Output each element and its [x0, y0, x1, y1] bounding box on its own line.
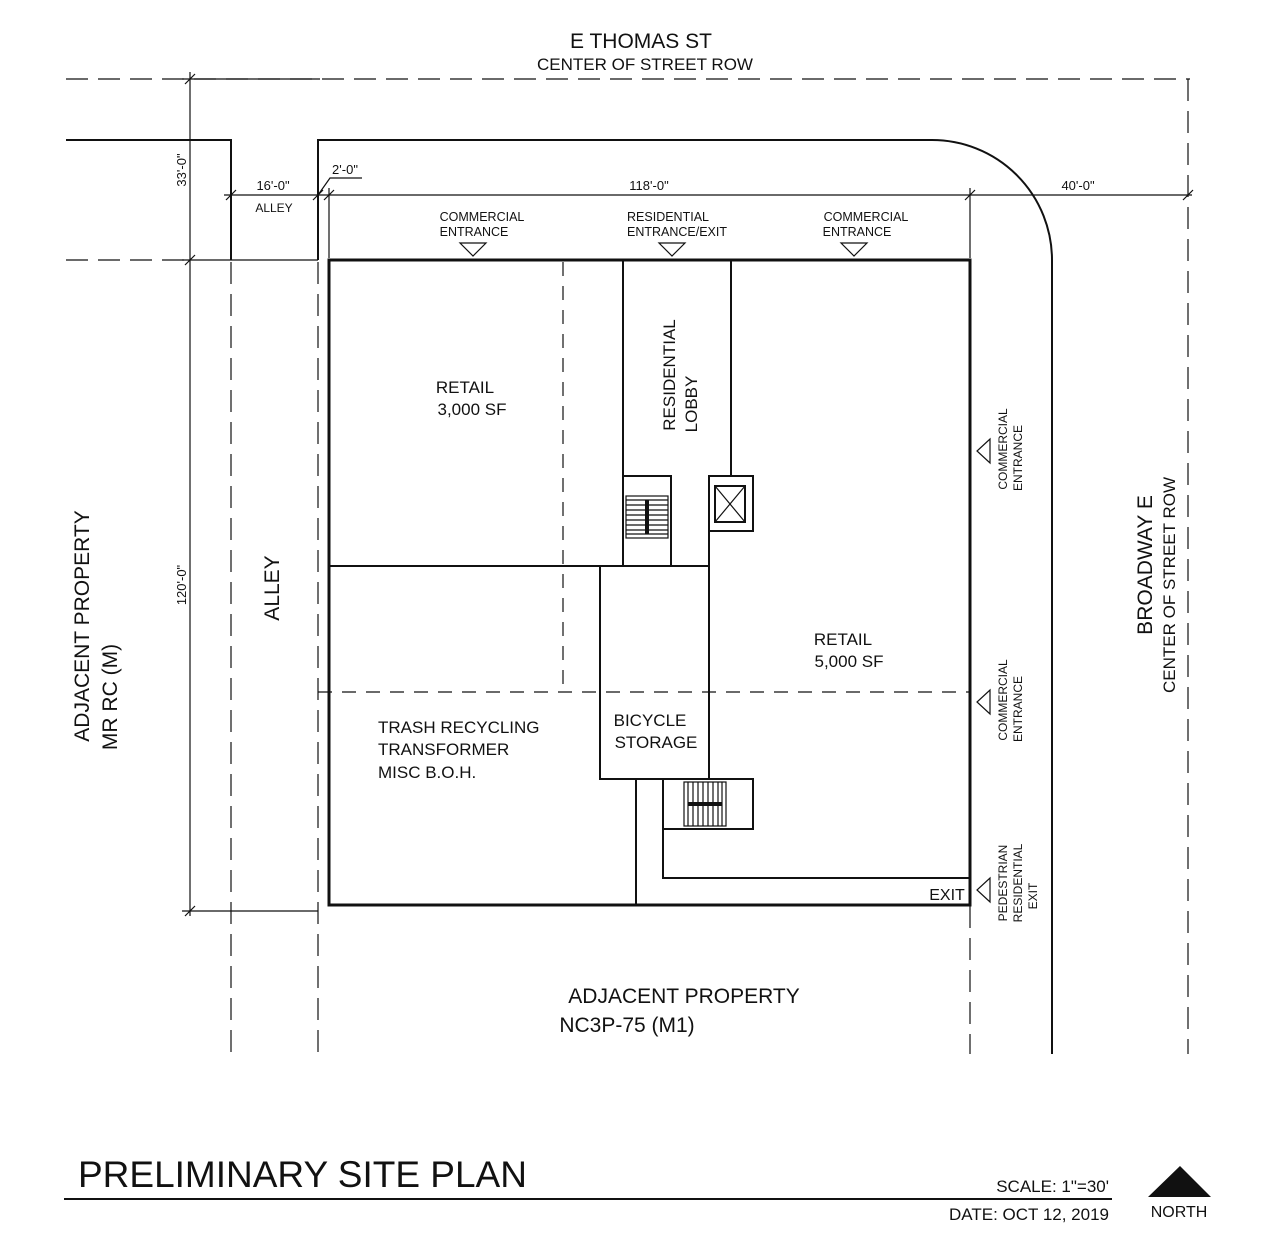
entrance-north-commercial-2-line2: ENTRANCE [823, 225, 892, 239]
north-street-subtitle: CENTER OF STREET ROW [537, 55, 753, 74]
room-lobby-line2: LOBBY [682, 376, 701, 433]
dim-tick [184, 73, 196, 85]
dim-offset: 2'-0" [332, 162, 358, 177]
north-street-name: E THOMAS ST [570, 30, 712, 53]
west-adjacent-line1: ADJACENT PROPERTY [71, 510, 94, 741]
entrance-triangle-icon [976, 876, 991, 904]
page-title: PRELIMINARY SITE PLAN [78, 1154, 527, 1195]
room-bicycle-line2: STORAGE [615, 733, 698, 752]
dimensions [182, 72, 1194, 917]
entrance-north-commercial-1-line1: COMMERCIAL [440, 210, 525, 224]
elevator-icon [708, 475, 754, 532]
exit-label: EXIT [929, 887, 965, 904]
west-curb [66, 139, 232, 260]
scale-label: SCALE: 1"=30' [996, 1177, 1109, 1196]
west-adjacent-line2: MR RC (M) [99, 644, 122, 750]
stair-icon [662, 778, 754, 830]
alley-lines [230, 262, 971, 1054]
alley-label: ALLEY [261, 555, 284, 620]
room-bicycle-line1: BICYCLE [614, 711, 687, 730]
entrance-triangle-icon [657, 242, 687, 257]
entrance-triangle-icon [976, 688, 991, 716]
entrance-east-commercial-2-line2: ENTRANCE [1011, 676, 1025, 742]
entrance-east-pedestrian-line1: PEDESTRIAN [996, 845, 1010, 922]
north-label: NORTH [1151, 1204, 1208, 1221]
south-adjacent-line2: NC3P-75 (M1) [559, 1014, 694, 1037]
entrance-triangle-icon [458, 242, 488, 257]
dim-tick [1182, 189, 1194, 201]
dim-building-width: 118'-0" [629, 178, 669, 193]
entrance-east-commercial-1-line1: COMMERCIAL [996, 408, 1010, 490]
east-street-name: BROADWAY E [1134, 495, 1157, 635]
entrance-north-commercial-1-line2: ENTRANCE [440, 225, 509, 239]
building-outline [327, 258, 972, 907]
entrance-east-commercial-2-line1: COMMERCIAL [996, 659, 1010, 741]
dim-alley-width: 16'-0" [256, 178, 290, 193]
entrance-triangle-icon [976, 437, 991, 465]
building [318, 258, 972, 907]
entrance-east-pedestrian-line3: EXIT [1026, 882, 1040, 909]
room-boh-line1: TRASH RECYCLING [378, 718, 540, 737]
room-retail-east-area: 5,000 SF [815, 652, 884, 671]
dim-building-depth: 120'-0" [174, 564, 189, 605]
north-arrow-icon [1148, 1166, 1211, 1197]
curb-lines [66, 139, 1053, 1054]
entrance-east-commercial-1-line2: ENTRANCE [1011, 425, 1025, 491]
dim-tick [184, 254, 196, 266]
street-centerlines [66, 78, 1190, 1054]
south-adjacent-line1: ADJACENT PROPERTY [568, 985, 799, 1008]
room-retail-west-name: RETAIL [436, 378, 494, 397]
entrance-east-pedestrian-line2: RESIDENTIAL [1011, 843, 1025, 922]
offset-leader [317, 177, 362, 196]
dim-east-setback: 40'-0" [1061, 178, 1095, 193]
date-label: DATE: OCT 12, 2019 [949, 1205, 1109, 1224]
alley-dim-label: ALLEY [255, 201, 292, 215]
entrance-north-commercial-2-line1: COMMERCIAL [824, 210, 909, 224]
room-retail-west-area: 3,000 SF [438, 400, 507, 419]
room-retail-east-name: RETAIL [814, 630, 872, 649]
stair-icon [622, 475, 672, 567]
dim-tick [184, 905, 196, 917]
entrance-markers [458, 242, 991, 904]
dim-setback-top: 33'-0" [174, 153, 189, 187]
entrance-north-residential-line1: RESIDENTIAL [627, 210, 709, 224]
entrance-triangle-icon [839, 242, 869, 257]
corner-curb [317, 139, 1053, 1054]
dim-tick [225, 189, 237, 201]
room-lobby-line1: RESIDENTIAL [660, 319, 679, 430]
entrance-north-residential-line2: ENTRANCE/EXIT [627, 225, 727, 239]
room-boh-line3: MISC B.O.H. [378, 763, 476, 782]
east-street-subtitle: CENTER OF STREET ROW [1160, 477, 1179, 693]
room-boh-line2: TRANSFORMER [378, 740, 509, 759]
